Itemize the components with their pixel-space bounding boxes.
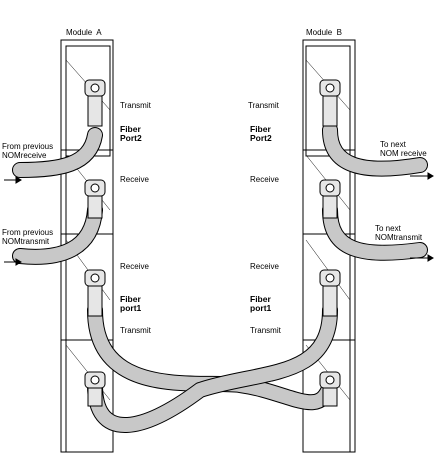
- arrow-in-transmit-icon: [4, 258, 22, 266]
- cable-from-prev-receive: [12, 127, 103, 178]
- label-receive-upper-a: Receive: [120, 175, 149, 184]
- label-fiber-port1-b: Fiber port1: [250, 294, 272, 313]
- connectors: [84, 79, 341, 407]
- arrow-in-receive-icon: [4, 176, 22, 184]
- connector-a-3: [84, 269, 106, 317]
- label-fiber-port2-a: Fiber Port2: [120, 124, 142, 143]
- annotation-from-prev-receive: From previous NOMreceive: [2, 142, 54, 160]
- label-receive-lower-a: Receive: [120, 262, 149, 271]
- connector-a-2: [84, 179, 106, 219]
- label-transmit-top-b: Transmit: [248, 101, 279, 110]
- annotation-from-prev-transmit: From previous NOMtransmit: [2, 228, 54, 246]
- cables: [12, 122, 428, 433]
- connector-b-3: [319, 269, 341, 317]
- label-transmit-top-a: Transmit: [120, 101, 151, 110]
- annotation-to-next-transmit: To next NOMtransmit: [375, 224, 423, 242]
- cable-from-prev-transmit: [12, 202, 103, 265]
- cable-to-next-transmit: [322, 202, 428, 261]
- connector-a-1: [84, 79, 106, 127]
- connector-b-4: [319, 371, 341, 407]
- annotation-to-next-receive: To next NOM receive: [380, 140, 427, 158]
- module-b-title: Module B: [306, 28, 343, 37]
- module-a-title: Module A: [66, 28, 102, 37]
- arrow-out-receive-icon: [410, 172, 434, 180]
- label-receive-upper-b: Receive: [250, 175, 279, 184]
- label-transmit-bottom-b: Transmit: [250, 326, 281, 335]
- arrow-out-transmit-icon: [410, 254, 434, 262]
- connector-b-1: [319, 79, 341, 127]
- connector-b-2: [319, 179, 341, 219]
- connector-a-4: [84, 371, 106, 407]
- crossover-cable-2: [87, 302, 338, 433]
- arrows: [4, 172, 434, 266]
- label-fiber-port1-a: Fiber port1: [120, 294, 142, 313]
- cable-to-next-receive: [322, 122, 428, 177]
- label-transmit-bottom-a: Transmit: [120, 326, 151, 335]
- label-receive-lower-b: Receive: [250, 262, 279, 271]
- label-fiber-port2-b: Fiber Port2: [250, 124, 272, 143]
